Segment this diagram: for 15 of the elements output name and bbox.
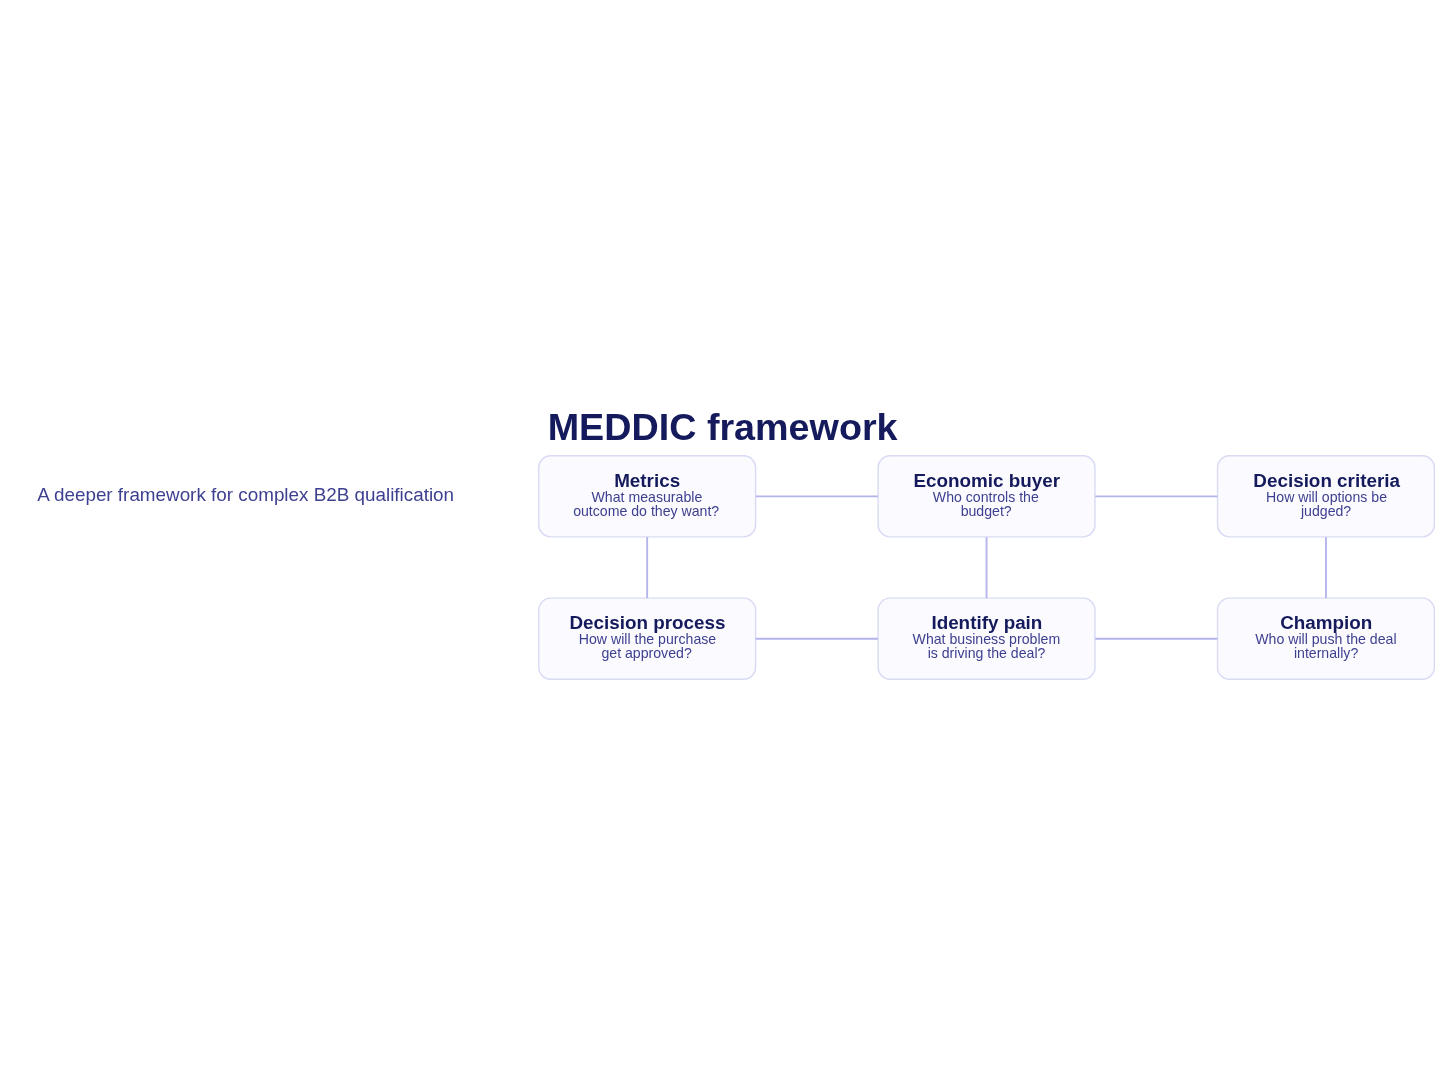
node-box: Identify pain What business problem is driving the deal? [877, 597, 1096, 680]
connector [1325, 536, 1327, 599]
node-box: Metrics What measurable outcome do they want? [538, 455, 757, 538]
diagram-title: MEDDIC framework [547, 405, 898, 448]
node-box: Decision criteria How will options be judged? [1216, 455, 1436, 538]
connector [754, 495, 879, 498]
connector [985, 536, 988, 599]
node-box: Economic buyer Who controls the budget? [877, 455, 1096, 538]
node-box: Champion Who will push the deal internally? [1216, 597, 1436, 680]
connector [1094, 495, 1219, 498]
connector [646, 536, 649, 599]
connector [1094, 637, 1219, 640]
node-box: Decision process How will the purchase get approved? [538, 597, 757, 680]
label: A deeper framework for complex B2B qualification [37, 484, 455, 506]
connector [754, 637, 879, 640]
